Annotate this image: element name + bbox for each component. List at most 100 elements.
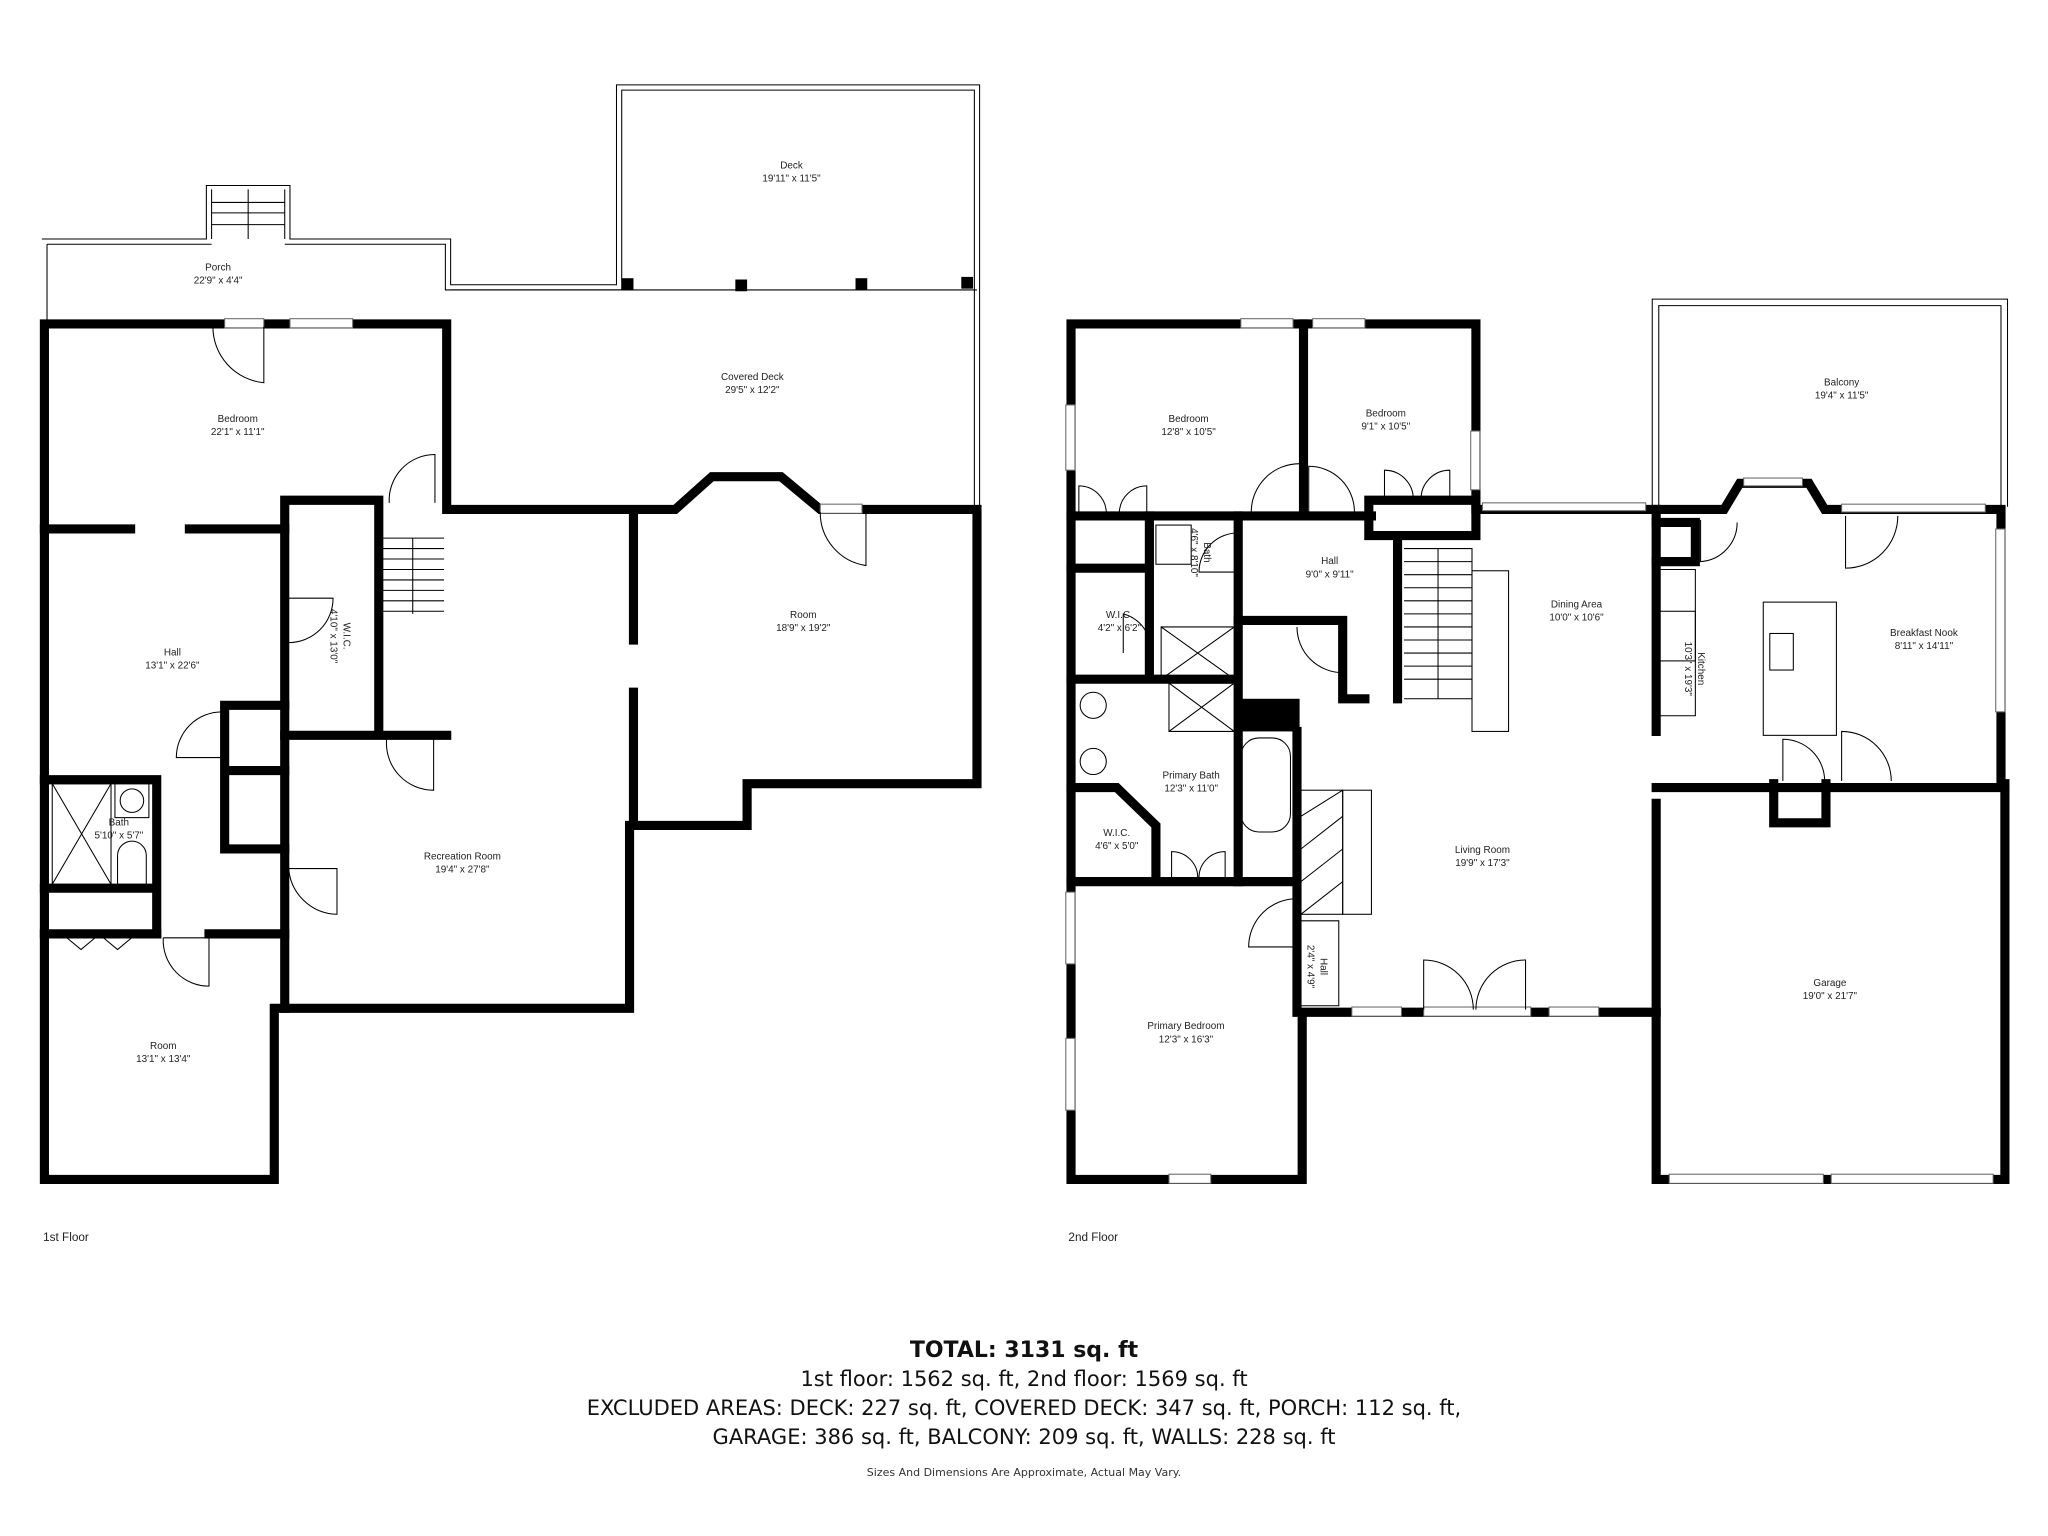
sink-icon <box>1769 632 1794 671</box>
window <box>1065 891 1076 965</box>
toilet-icon <box>117 840 147 885</box>
total-area: TOTAL: 3131 sq. ft <box>909 1338 1139 1363</box>
bathtub-icon <box>1240 737 1291 833</box>
window <box>1065 404 1076 471</box>
porch-outline <box>41 84 981 510</box>
sink-icon <box>114 783 150 819</box>
disclaimer: Sizes And Dimensions Are Approximate, Ac… <box>866 1466 1182 1479</box>
room-name: Primary Bedroom <box>1147 1021 1224 1032</box>
door <box>175 711 223 759</box>
room-dimensions: 19'4" x 11'5" <box>1815 390 1869 401</box>
room-name: Room <box>790 610 816 621</box>
door <box>1308 465 1355 513</box>
interior-wall <box>1651 517 1831 828</box>
area-summary: TOTAL: 3131 sq. ft 1st floor: 1562 sq. f… <box>0 1336 2048 1479</box>
room-name: Hall <box>164 648 181 659</box>
room-dimensions: 19'4" x 27'8" <box>435 864 490 875</box>
door <box>1296 626 1344 674</box>
interior-wall <box>1651 504 2010 1017</box>
garage-door <box>1830 1173 1994 1184</box>
window <box>1548 1006 1600 1017</box>
room-dimensions: 19'9" x 17'3" <box>1455 858 1510 869</box>
room-dimensions: 13'1" x 13'4" <box>136 1054 191 1065</box>
room-name: Recreation Room <box>424 851 501 862</box>
room-label-nook: Breakfast Nook 8'11" x 14'11" <box>1890 628 1958 652</box>
room-dimensions: 10'0" x 10'6" <box>1549 612 1604 623</box>
room-name: Breakfast Nook <box>1890 628 1958 639</box>
door <box>162 937 210 987</box>
floor-label-2nd: 2nd Floor <box>1068 1231 1118 1244</box>
window <box>1995 528 2006 713</box>
interior-wall <box>1066 726 1302 1017</box>
hearth <box>1342 789 1372 915</box>
room-dimensions: 12'8" x 10'5" <box>1161 427 1216 438</box>
room-dimensions: 9'1" x 10'5" <box>1361 422 1410 433</box>
window <box>1481 502 1647 512</box>
room-label-deck: Deck 19'11" x 11'5" <box>762 160 821 184</box>
room-name: Garage <box>1813 978 1847 989</box>
room-name: Deck <box>780 160 803 171</box>
room-name: Primary Bath <box>1163 770 1220 781</box>
room-dimensions: 22'1" x 11'1" <box>211 427 265 438</box>
room-dimensions: 4'10" x 13'0" <box>327 609 338 664</box>
room-dimensions: 4'2" x 6'2" <box>1098 623 1142 634</box>
room-dimensions: 29'5" x 12'2" <box>725 385 780 396</box>
room-dimensions: 5'10" x 5'7" <box>94 831 143 842</box>
deck-post <box>735 279 748 292</box>
floor-areas: 1st floor: 1562 sq. ft, 2nd floor: 1569 … <box>800 1367 1248 1391</box>
window <box>1841 503 1986 513</box>
hall-opening <box>1299 920 1340 1007</box>
door <box>288 597 334 644</box>
deck-post <box>961 276 974 289</box>
deck-post <box>621 278 634 290</box>
exterior-wall <box>39 319 982 1184</box>
door <box>819 511 867 567</box>
window <box>1240 318 1294 329</box>
door <box>388 454 436 503</box>
room-name: Hall <box>1317 958 1328 975</box>
window <box>1312 318 1366 329</box>
room-dimensions: 12'3" x 11'0" <box>1164 784 1218 795</box>
window <box>289 318 354 329</box>
door <box>288 868 338 915</box>
room-dimensions: 8'11" x 14'11" <box>1895 641 1954 652</box>
door <box>1845 515 1899 569</box>
fireplace <box>1300 789 1344 915</box>
room-dimensions: 4'6" x 8'10" <box>1188 528 1199 577</box>
room-name: Porch <box>205 262 231 273</box>
door <box>1250 463 1301 513</box>
wall-block <box>1238 698 1300 732</box>
room-label-wic2: W.I.C.4'6" x 5'0" <box>1095 828 1139 852</box>
door <box>1171 851 1226 880</box>
first-floor-plan <box>39 84 982 1184</box>
stairs <box>1404 548 1473 700</box>
shower-icon <box>1168 682 1235 732</box>
window <box>224 318 265 329</box>
closet-door <box>64 936 134 951</box>
room-name: W.I.C. <box>341 623 352 650</box>
excluded-areas-line-2: GARAGE: 386 sq. ft, BALCONY: 209 sq. ft,… <box>712 1425 1336 1449</box>
sink-icon <box>1079 691 1107 719</box>
door <box>1198 532 1239 573</box>
interior-wall <box>220 700 290 854</box>
room-label-dining: Dining Area 10'0" x 10'6" <box>1549 599 1604 623</box>
door <box>385 739 435 791</box>
stairs <box>381 537 445 614</box>
fireplace-hatching <box>1300 789 1344 915</box>
room-name: Dining Area <box>1551 599 1603 610</box>
door <box>1700 519 1738 563</box>
room-dimensions: 19'11" x 11'5" <box>762 174 821 185</box>
interior-wall <box>1066 319 1481 541</box>
room-name: Hall <box>1321 556 1338 567</box>
sink-icon <box>1079 747 1107 776</box>
door <box>1383 469 1451 501</box>
window <box>1351 1006 1402 1017</box>
